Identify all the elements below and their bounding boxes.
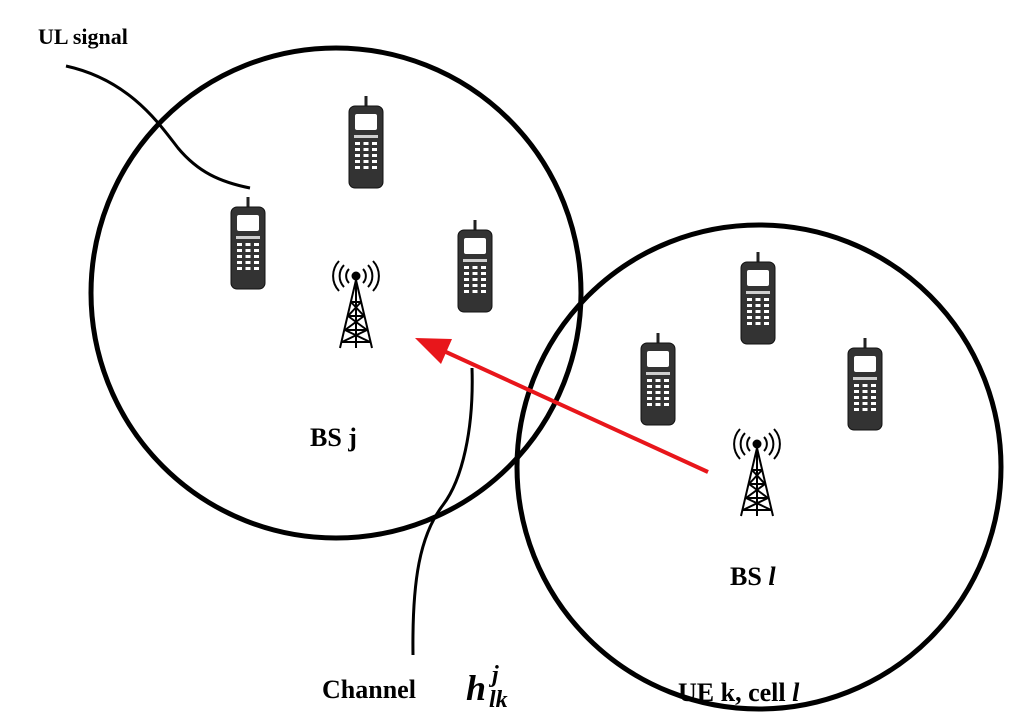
channel-leader xyxy=(411,367,474,656)
cell-j-boundary xyxy=(88,45,584,541)
cell-phone-icon xyxy=(740,251,776,345)
cell-phone-icon xyxy=(348,95,384,189)
cell-l-boundary xyxy=(514,222,1004,712)
ul-signal-leader xyxy=(65,64,251,190)
base-station-tower-icon xyxy=(733,428,781,517)
ue-label: UE k, cell l xyxy=(678,678,800,707)
svg-text:lk: lk xyxy=(489,687,508,713)
signal-arrow-icon xyxy=(415,338,709,474)
bs-j-label: BS j xyxy=(310,423,357,452)
ul-signal-label: UL signal xyxy=(38,24,128,49)
base-station-tower-icon xyxy=(332,260,380,349)
bs-l-label: BS l xyxy=(730,562,776,591)
svg-text:h: h xyxy=(466,668,486,708)
cell-phone-icon xyxy=(640,332,676,426)
channel-label: Channel xyxy=(322,675,416,704)
cell-phone-icon xyxy=(457,219,493,313)
cell-phone-icon xyxy=(230,196,266,290)
channel-symbol: h j lk xyxy=(466,662,508,713)
svg-text:j: j xyxy=(488,662,499,688)
cell-phone-icon xyxy=(847,337,883,431)
